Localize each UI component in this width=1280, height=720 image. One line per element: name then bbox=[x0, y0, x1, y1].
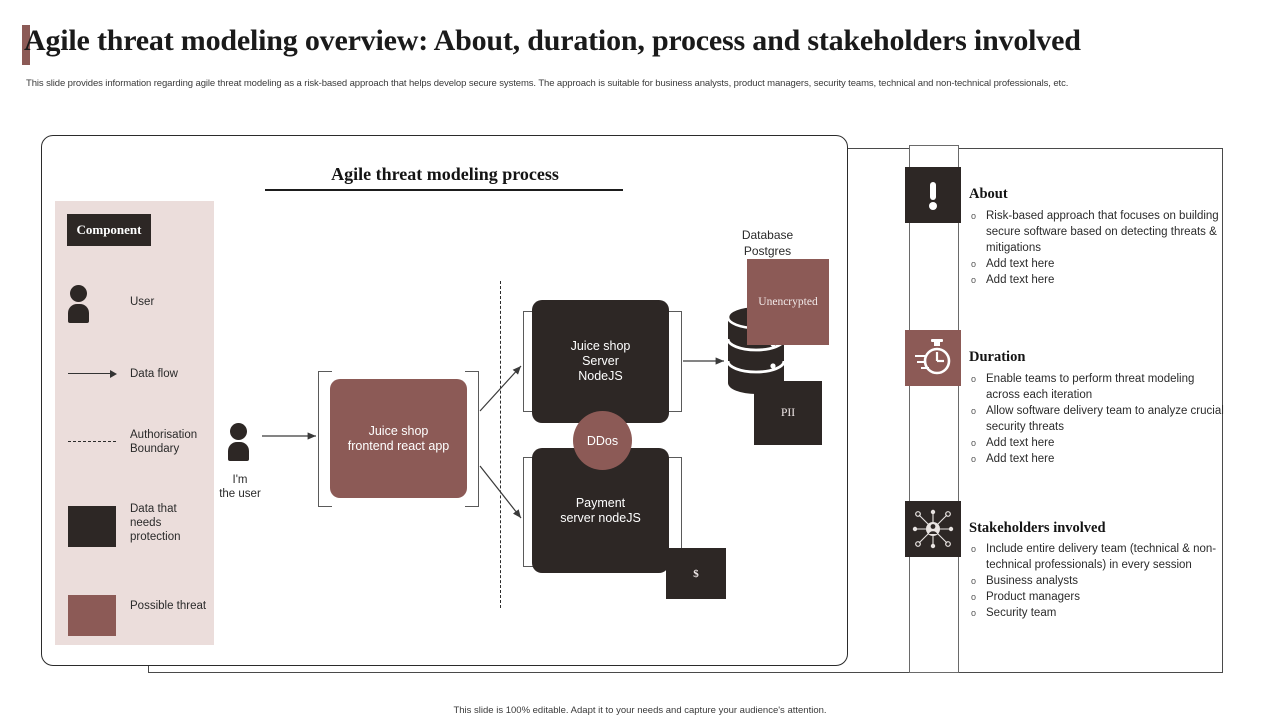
threat-bubble-ddos-label: DDos bbox=[586, 433, 619, 448]
node-payment-server-label: Payment server nodeJS bbox=[560, 495, 641, 525]
info-list-duration: Enable teams to perform threat modeling … bbox=[969, 371, 1227, 467]
authorisation-boundary-line bbox=[500, 281, 501, 608]
list-item: Add text here bbox=[969, 435, 1227, 451]
box-unencrypted[interactable]: Unencrypted bbox=[747, 259, 829, 345]
title-accent-bar bbox=[22, 25, 30, 65]
legend-label-data-flow: Data flow bbox=[130, 368, 178, 380]
list-item: Security team bbox=[969, 605, 1227, 621]
node-juice-shop-server[interactable]: Juice shop Server NodeJS bbox=[532, 300, 669, 423]
box-money-label: $ bbox=[693, 567, 699, 580]
box-unencrypted-label: Unencrypted bbox=[758, 296, 818, 308]
legend-label-possible-threat: Possible threat bbox=[130, 600, 207, 612]
legend-label-user: User bbox=[130, 296, 155, 308]
list-item: Product managers bbox=[969, 589, 1227, 605]
info-title-about: About bbox=[969, 186, 1008, 202]
node-juice-shop-frontend[interactable]: Juice shop frontend react app bbox=[330, 379, 467, 498]
page-subtitle: This slide provides information regardin… bbox=[26, 78, 1069, 89]
box-money[interactable]: $ bbox=[666, 548, 726, 599]
list-item: Allow software delivery team to analyze … bbox=[969, 403, 1227, 435]
actor-caption: I'm the user bbox=[205, 473, 275, 501]
database-label-line1: Database bbox=[741, 228, 794, 242]
arrow-icon bbox=[68, 373, 112, 375]
stakeholder-network-icon bbox=[905, 501, 961, 557]
database-label-line2: Postgres bbox=[743, 244, 792, 258]
right-rail-column bbox=[909, 145, 959, 673]
frontend-bracket-left bbox=[318, 371, 332, 507]
database-label: Database Postgres bbox=[720, 227, 815, 259]
dashed-line-icon bbox=[68, 441, 116, 442]
page-title: Agile threat modeling overview: About, d… bbox=[24, 24, 1081, 57]
threat-square-icon bbox=[68, 595, 116, 636]
legend-panel bbox=[55, 201, 214, 645]
node-juice-shop-frontend-label: Juice shop frontend react app bbox=[347, 423, 450, 453]
node-juice-shop-server-label: Juice shop Server NodeJS bbox=[570, 339, 631, 383]
frontend-bracket-right bbox=[465, 371, 479, 507]
actor-caption-line2: the user bbox=[219, 488, 261, 500]
info-list-stakeholders: Include entire delivery team (technical … bbox=[969, 541, 1227, 621]
stopwatch-icon bbox=[905, 330, 961, 386]
list-item: Add text here bbox=[969, 256, 1227, 272]
legend-component-chip: Component bbox=[67, 214, 151, 246]
exclamation-icon bbox=[905, 167, 961, 223]
dark-square-icon bbox=[68, 506, 116, 547]
box-pii[interactable]: PII bbox=[754, 381, 822, 445]
list-item: Risk-based approach that focuses on buil… bbox=[969, 208, 1227, 256]
footer-note: This slide is 100% editable. Adapt it to… bbox=[453, 705, 827, 716]
list-item: Add text here bbox=[969, 451, 1227, 467]
list-item: Include entire delivery team (technical … bbox=[969, 541, 1227, 573]
arrow-icon-head bbox=[110, 369, 117, 378]
actor-caption-line1: I'm bbox=[232, 474, 248, 486]
list-item: Business analysts bbox=[969, 573, 1227, 589]
legend-label-data-protection: Data that needs protection bbox=[130, 503, 181, 543]
list-item: Enable teams to perform threat modeling … bbox=[969, 371, 1227, 403]
diagram-heading-underline bbox=[265, 189, 623, 191]
box-pii-label: PII bbox=[780, 407, 796, 419]
server-bracket-right bbox=[668, 311, 682, 412]
info-title-stakeholders: Stakeholders involved bbox=[969, 520, 1106, 536]
threat-bubble-ddos[interactable]: DDos bbox=[573, 411, 632, 470]
legend-label-authorisation-boundary: Authorisation Boundary bbox=[130, 429, 198, 455]
info-title-duration: Duration bbox=[969, 349, 1026, 365]
info-list-about: Risk-based approach that focuses on buil… bbox=[969, 208, 1227, 288]
list-item: Add text here bbox=[969, 272, 1227, 288]
diagram-heading: Agile threat modeling process bbox=[331, 164, 559, 184]
